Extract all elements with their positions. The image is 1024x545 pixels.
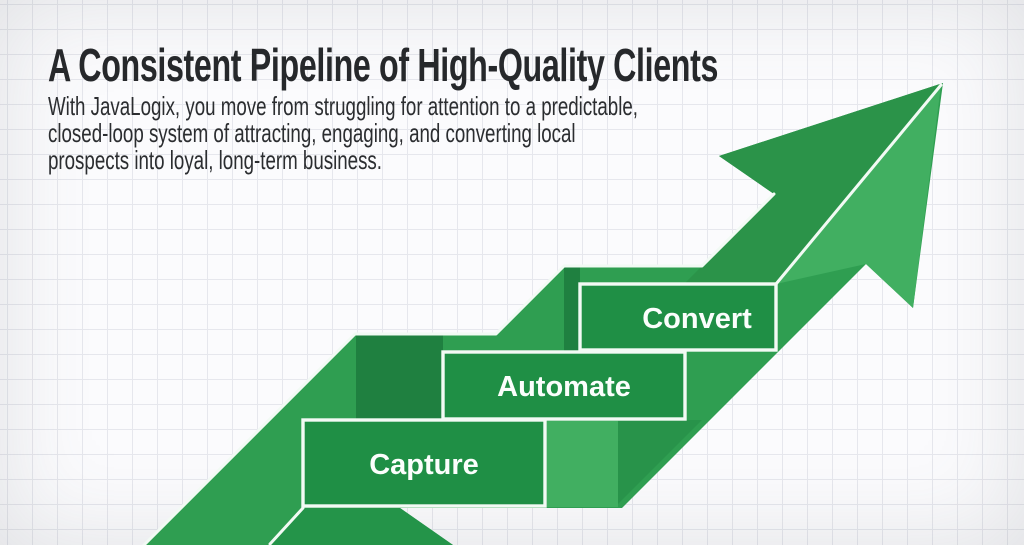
step-box-automate [441,350,687,421]
subtitle: With JavaLogix, you move from struggling… [48,93,638,174]
stair-highlight-line [142,192,776,545]
step-label-convert: Convert [642,303,752,335]
step-label-capture: Capture [369,449,479,481]
arrowhead-dark-facet [684,83,943,284]
step-shadow-automate [356,334,443,419]
subtitle-line-3: prospects into loyal, long-term business… [48,145,383,175]
light-face-right-of-capture [547,421,618,507]
arrowhead-split-line [774,83,943,286]
tail-edge-line [268,506,305,545]
step-capture: Capture [301,418,547,508]
arrowhead-light-facet [776,85,941,308]
step-automate: Automate [441,350,687,421]
subtitle-line-1: With JavaLogix, you move from struggling… [48,91,638,121]
step-convert: Convert [578,282,778,352]
page-title: A Consistent Pipeline of High-Quality Cl… [48,39,719,91]
step-box-capture [301,418,547,508]
shaft-shadow-facet [618,420,702,504]
step-label-automate: Automate [497,371,631,403]
step-shadow-convert [564,266,580,353]
step-box-convert [578,282,778,352]
under-shadow-capture [270,508,453,545]
subtitle-line-2: closed-loop system of attracting, engagi… [48,118,576,148]
